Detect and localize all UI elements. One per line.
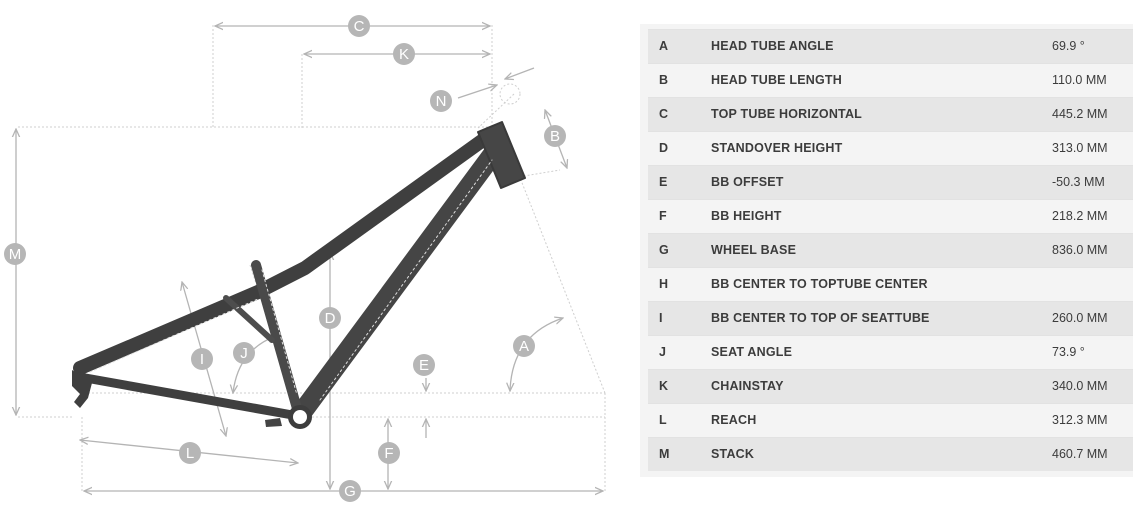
row-letter: I: [659, 311, 663, 325]
row-name: BB CENTER TO TOP OF SEATTUBE: [711, 311, 930, 325]
label-n: N: [430, 90, 452, 112]
bike-frame: [72, 121, 526, 429]
row-name: STACK: [711, 447, 755, 461]
svg-text:E: E: [419, 357, 429, 374]
row-name: WHEEL BASE: [711, 243, 797, 257]
row-letter: F: [659, 209, 667, 223]
svg-text:J: J: [240, 345, 248, 362]
geometry-row-e: E BB OFFSET -50.3 MM: [648, 165, 1133, 199]
geometry-table: A HEAD TUBE ANGLE 69.9 ° B HEAD TUBE LEN…: [640, 24, 1133, 477]
row-name: STANDOVER HEIGHT: [711, 141, 843, 155]
row-name: BB CENTER TO TOPTUBE CENTER: [711, 277, 928, 291]
svg-text:K: K: [399, 46, 409, 63]
geometry-row-h: H BB CENTER TO TOPTUBE CENTER: [648, 267, 1133, 301]
svg-text:L: L: [186, 445, 194, 462]
geometry-row-k: K CHAINSTAY 340.0 MM: [648, 369, 1133, 403]
geometry-row-i: I BB CENTER TO TOP OF SEATTUBE 260.0 MM: [648, 301, 1133, 335]
svg-text:D: D: [325, 310, 336, 327]
label-d: D: [319, 307, 341, 329]
row-value: 445.2 MM: [1052, 107, 1108, 121]
row-value: 312.3 MM: [1052, 413, 1108, 427]
row-letter: D: [659, 141, 669, 155]
row-value: 69.9 °: [1052, 39, 1085, 53]
label-c: C: [348, 15, 370, 37]
svg-text:N: N: [436, 93, 447, 110]
row-value: 313.0 MM: [1052, 141, 1108, 155]
row-name: TOP TUBE HORIZONTAL: [711, 107, 863, 121]
svg-text:B: B: [550, 128, 560, 145]
row-name: BB HEIGHT: [711, 209, 782, 223]
row-name: SEAT ANGLE: [711, 345, 793, 359]
svg-text:A: A: [519, 338, 529, 355]
row-value: 73.9 °: [1052, 345, 1085, 359]
row-value: 218.2 MM: [1052, 209, 1108, 223]
frame-geometry-diagram: C K N B M D A J I E L F G: [4, 15, 606, 502]
label-i: I: [191, 348, 213, 370]
row-letter: B: [659, 73, 669, 87]
row-value: 110.0 MM: [1052, 73, 1107, 87]
svg-text:I: I: [200, 351, 204, 368]
geometry-row-b: B HEAD TUBE LENGTH 110.0 MM: [648, 63, 1133, 97]
geometry-row-f: F BB HEIGHT 218.2 MM: [648, 199, 1133, 233]
row-letter: E: [659, 175, 668, 189]
label-b: B: [544, 125, 566, 147]
row-letter: H: [659, 277, 669, 291]
row-letter: K: [659, 379, 669, 393]
row-letter: L: [659, 413, 667, 427]
row-letter: G: [659, 243, 669, 257]
row-name: REACH: [711, 413, 757, 427]
geometry-row-l: L REACH 312.3 MM: [648, 403, 1133, 437]
row-value: -50.3 MM: [1052, 175, 1105, 189]
row-name: BB OFFSET: [711, 175, 784, 189]
geometry-row-j: J SEAT ANGLE 73.9 °: [648, 335, 1133, 369]
row-name: HEAD TUBE LENGTH: [711, 73, 842, 87]
row-letter: C: [659, 107, 669, 121]
label-l: K: [393, 43, 415, 65]
label-g: G: [339, 480, 361, 502]
row-value: 460.7 MM: [1052, 447, 1108, 461]
label-e: E: [413, 354, 435, 376]
row-name: CHAINSTAY: [711, 379, 784, 393]
row-letter: J: [659, 345, 666, 359]
svg-text:C: C: [354, 18, 365, 35]
row-value: 836.0 MM: [1052, 243, 1108, 257]
geometry-row-m: M STACK 460.7 MM: [648, 437, 1133, 471]
row-value: 340.0 MM: [1052, 379, 1108, 393]
svg-text:M: M: [9, 246, 22, 263]
geometry-row-d: D STANDOVER HEIGHT 313.0 MM: [648, 131, 1133, 165]
row-letter: M: [659, 447, 670, 461]
row-letter: A: [659, 39, 669, 53]
geometry-row-a: A HEAD TUBE ANGLE 69.9 °: [648, 29, 1133, 63]
geometry-row-c: C TOP TUBE HORIZONTAL 445.2 MM: [648, 97, 1133, 131]
geometry-row-g: G WHEEL BASE 836.0 MM: [648, 233, 1133, 267]
label-m: M: [4, 243, 26, 265]
dimension-labels: C K N B M D A J I E L F G: [4, 15, 566, 502]
label-f: F: [378, 442, 400, 464]
label-a: A: [513, 335, 535, 357]
row-name: HEAD TUBE ANGLE: [711, 39, 834, 53]
label-k: L: [179, 442, 201, 464]
label-j: J: [233, 342, 255, 364]
row-value: 260.0 MM: [1052, 311, 1108, 325]
svg-text:G: G: [344, 483, 356, 500]
svg-text:F: F: [384, 445, 393, 462]
